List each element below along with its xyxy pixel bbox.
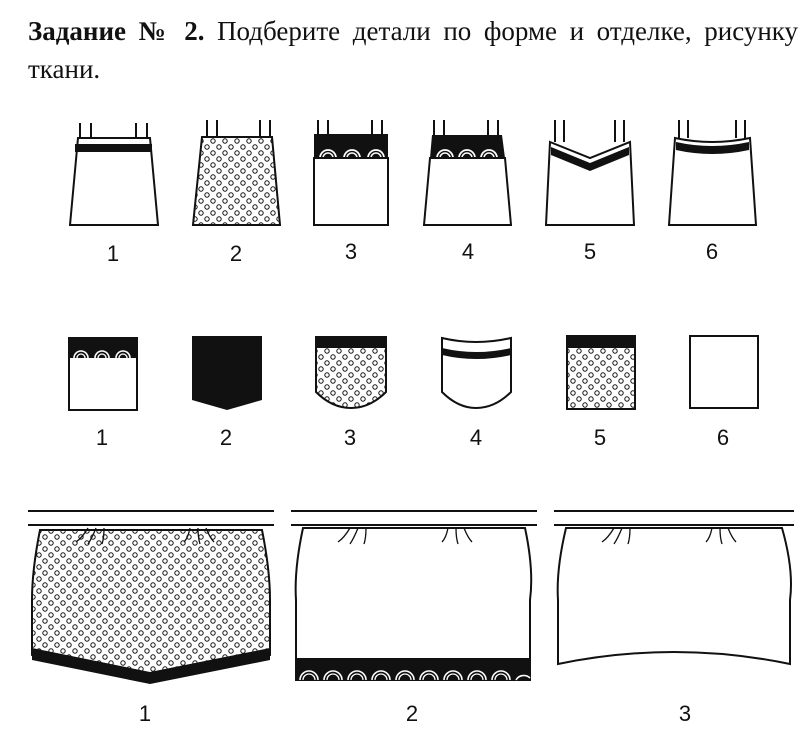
- task-statement: Задание № 2. Подберите детали по форме и…: [28, 12, 798, 88]
- skirt-3: [554, 510, 794, 666]
- apron-6: [667, 120, 758, 226]
- pocket-label-1: 1: [96, 425, 108, 450]
- apron-label-3: 3: [345, 239, 357, 264]
- task-label: Задание № 2.: [28, 16, 205, 46]
- pocket-label-2: 2: [220, 425, 232, 450]
- apron-label-6: 6: [706, 239, 718, 264]
- skirt-label-2: 2: [406, 701, 418, 726]
- apron-label-1: 1: [107, 241, 119, 266]
- apron-2: [191, 120, 282, 226]
- apron-4: [422, 120, 513, 226]
- skirt-1: [28, 510, 274, 684]
- pocket-2: [192, 336, 262, 410]
- skirt-label-1: 1: [139, 701, 151, 726]
- pocket-5: [566, 335, 636, 410]
- apron-1: [68, 123, 160, 226]
- pocket-1: [68, 337, 138, 411]
- apron-label-2: 2: [230, 241, 242, 266]
- pocket-label-4: 4: [470, 425, 482, 450]
- pocket-3: [315, 336, 387, 410]
- pocket-label-6: 6: [717, 425, 729, 450]
- apron-label-5: 5: [584, 239, 596, 264]
- skirt-label-3: 3: [679, 701, 691, 726]
- skirt-2: [291, 510, 537, 681]
- apron-label-4: 4: [462, 239, 474, 264]
- pocket-label-5: 5: [594, 425, 606, 450]
- task-text: Подберите детали по форме и отделке, рис…: [28, 16, 799, 84]
- pocket-6: [689, 335, 759, 409]
- pocket-label-3: 3: [344, 425, 356, 450]
- pocket-4: [441, 336, 512, 410]
- apron-5: [544, 120, 636, 226]
- apron-3: [313, 120, 389, 226]
